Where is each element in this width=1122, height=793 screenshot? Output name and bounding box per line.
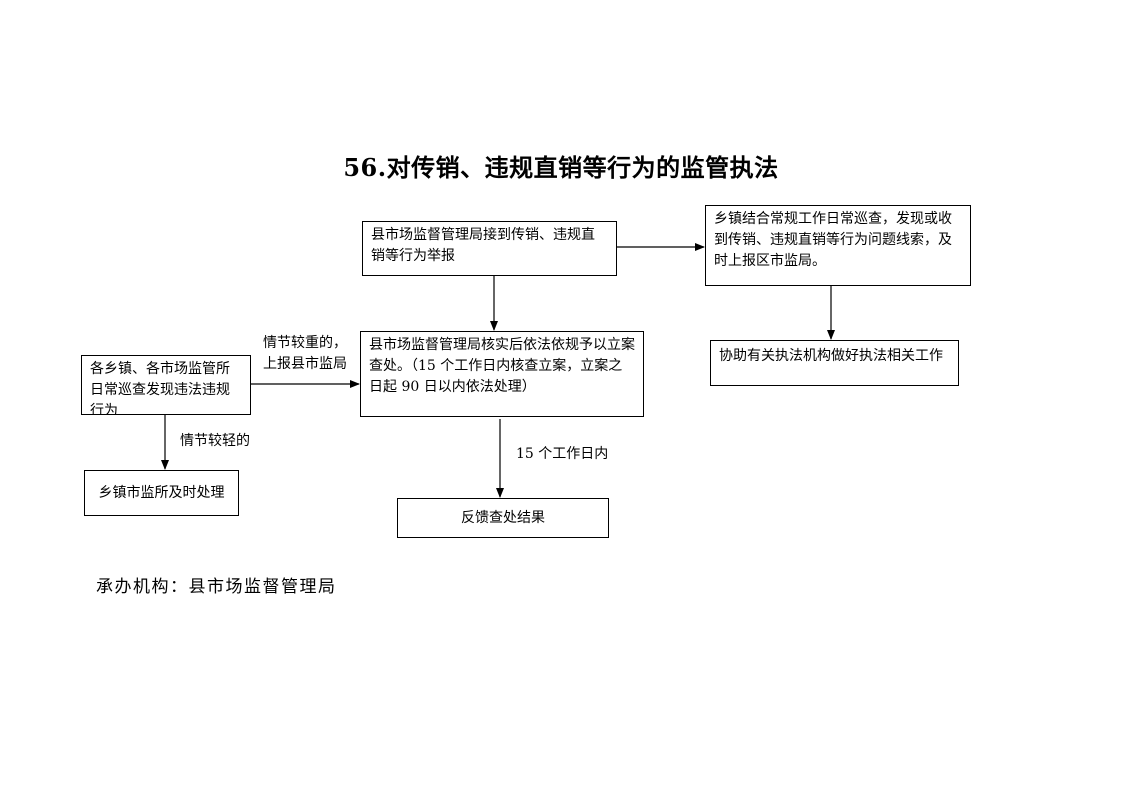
node-township-handle: 乡镇市监所及时处理 <box>84 470 239 516</box>
node-township-patrol: 乡镇结合常规工作日常巡查，发现或收到传销、违规直销等行为问题线索，及时上报区市监… <box>705 205 971 286</box>
footer-organizer: 承办机构：县市场监督管理局 <box>96 577 337 597</box>
page-title: 56.对传销、违规直销等行为的监管执法 <box>343 153 779 182</box>
node-verify-file: 县市场监督管理局核实后依法依规予以立案查处。（15 个工作日内核查立案，立案之日… <box>360 331 644 417</box>
edge-label-fifteen-days: 15 个工作日内 <box>516 446 609 462</box>
node-feedback: 反馈查处结果 <box>397 498 609 538</box>
node-receive-report: 县市场监督管理局接到传销、违规直销等行为举报 <box>362 221 617 276</box>
edge-label-minor: 情节较轻的 <box>180 433 250 449</box>
edge-label-serious-line1: 情节较重的， <box>263 335 347 351</box>
node-assist-enforcement: 协助有关执法机构做好执法相关工作 <box>710 340 959 386</box>
edge-label-serious-line2: 上报县市监局 <box>263 356 347 372</box>
node-township-inspection: 各乡镇、各市场监管所日常巡查发现违法违规行为 <box>81 355 251 415</box>
